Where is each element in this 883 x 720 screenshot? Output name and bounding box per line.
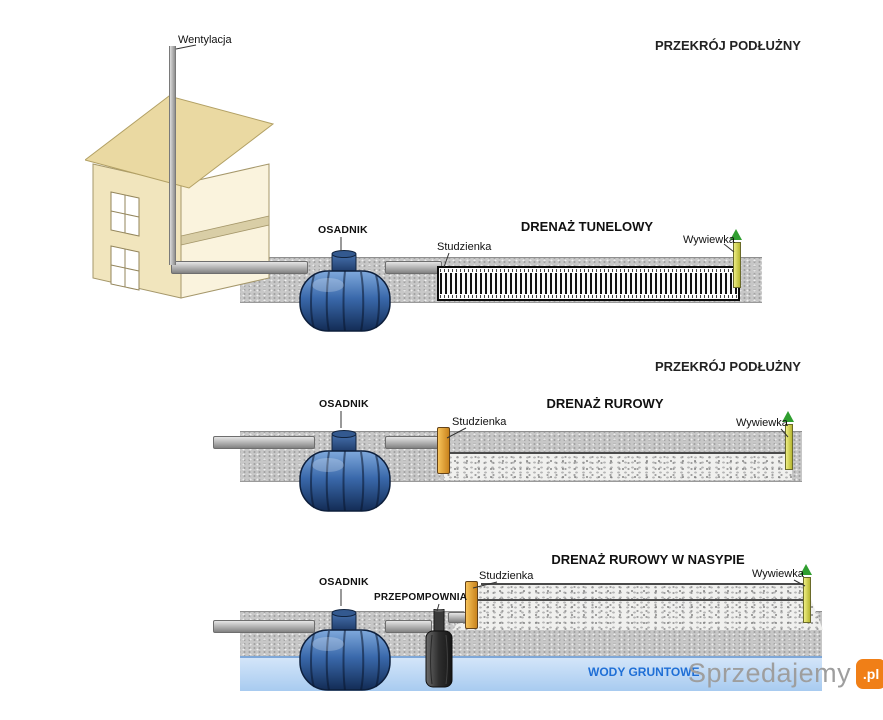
sewer-pipe-tank-to-manhole-middle	[385, 436, 442, 449]
title-top: DRENAŻ TUNELOWY	[520, 219, 654, 234]
pump-neck	[433, 609, 445, 634]
house-roof	[85, 95, 275, 189]
embankment-top-edge	[481, 583, 807, 585]
ventilation-stack-pipe	[169, 46, 176, 265]
pumping-station	[425, 609, 453, 688]
manhole-riser-bottom	[465, 581, 478, 629]
section-label-middle: PRZEKRÓJ PODŁUŻNY	[655, 359, 801, 374]
title-middle: DRENAŻ RUROWY	[546, 396, 664, 411]
watermark-pl-badge: .pl	[856, 658, 883, 689]
vent-arrow-icon-middle	[782, 411, 794, 422]
sewer-pipe-house-to-tank-bottom	[213, 620, 315, 633]
manhole-label-middle: Studzienka	[452, 416, 507, 428]
tank-label-top: OSADNIK	[318, 224, 368, 236]
tunnel-marks-bottom	[440, 295, 737, 298]
tunnel-corrugation	[440, 273, 737, 294]
manhole-label-bottom: Studzienka	[479, 570, 534, 582]
sewer-pipe-house-to-tank-top	[171, 261, 308, 274]
drain-pipe-line-bottom	[470, 599, 810, 601]
vent-label-middle: Wywiewka	[736, 417, 788, 429]
tank-label-bottom: OSADNIK	[319, 576, 369, 588]
embankment-gravel-mound	[453, 584, 823, 630]
title-bottom: DRENAŻ RUROWY W NASYPIE	[551, 552, 745, 567]
pump-label-bottom: PRZEPOMPOWNIA	[374, 592, 468, 603]
septic-tank-top	[299, 250, 391, 332]
sewer-pipe-house-to-tank-middle	[213, 436, 315, 449]
vent-pipe-middle	[785, 424, 793, 470]
gravel-drain-bed-middle	[444, 452, 792, 480]
septic-tank-middle	[299, 430, 391, 512]
vent-label-bottom: Wywiewka	[752, 568, 804, 580]
tank-label-middle: OSADNIK	[319, 398, 369, 410]
vent-pipe-bottom	[803, 577, 811, 623]
manhole-riser-middle	[437, 427, 450, 474]
vent-arrow-icon-top	[730, 229, 742, 240]
vent-pipe-top	[733, 242, 741, 288]
vent-label-top: Wywiewka	[683, 234, 735, 246]
manhole-label-top: Studzienka	[437, 241, 492, 253]
vent-arrow-icon-bottom	[800, 564, 812, 575]
septic-tank-bottom	[299, 609, 391, 691]
watermark: Sprzedajemy .pl	[688, 658, 883, 689]
tunnel-drain	[437, 266, 740, 301]
sewer-pipe-tank-to-drain-top	[385, 261, 442, 274]
tunnel-marks-top	[440, 269, 737, 272]
pump-body	[425, 630, 453, 688]
groundwater-label: WODY GRUNTOWE	[588, 665, 700, 679]
ventilation-label: Wentylacja	[178, 34, 232, 46]
sewer-pipe-tank-to-pump-bottom	[385, 620, 432, 633]
section-label-top: PRZEKRÓJ PODŁUŻNY	[655, 38, 801, 53]
watermark-brand: Sprzedajemy	[688, 658, 852, 688]
